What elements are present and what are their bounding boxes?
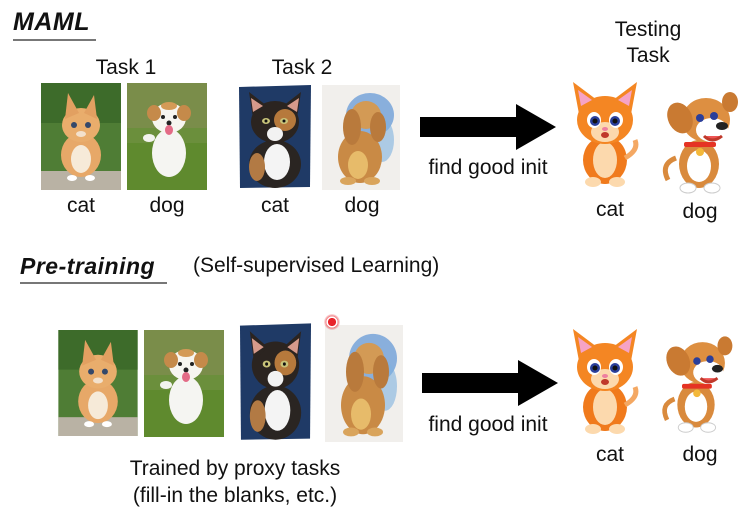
testing-dog-image	[654, 80, 744, 198]
pretrain-watercolor-dog-image	[325, 325, 403, 442]
pretraining-subtitle: (Self-supervised Learning)	[193, 254, 440, 277]
arrow-right-icon	[420, 104, 556, 150]
task1-cat-label: cat	[66, 194, 95, 217]
task1-dog-label: dog	[149, 194, 185, 217]
task1-label: Task 1	[95, 56, 157, 79]
pretrain-caption: Trained by proxy tasks (fill-in the blan…	[80, 455, 390, 509]
pretrain-cat-image	[58, 330, 138, 436]
task2-label: Task 2	[271, 56, 333, 79]
testing-cat-label: cat	[595, 198, 624, 221]
pretrain-dog-image	[144, 330, 224, 437]
testing-dog-label: dog	[682, 200, 718, 223]
maml-title: MAML	[13, 8, 90, 36]
task2-dog-label: dog	[344, 194, 380, 217]
arrow-right-icon	[422, 360, 558, 406]
pretrain-testing-dog-image	[654, 325, 738, 437]
pretrain-testing-cat-image	[565, 325, 645, 437]
testing-task-label-line1: Testing	[614, 18, 682, 41]
pretraining-title-underline	[20, 282, 167, 284]
testing-task-label-line2: Task	[626, 44, 670, 67]
pretrain-watercolor-cat-image	[238, 320, 313, 442]
pretrain-testing-cat-label: cat	[595, 443, 624, 466]
pretrain-arrow-label: find good init	[428, 413, 548, 436]
pretrain-caption-line1: Trained by proxy tasks	[129, 457, 341, 480]
pretraining-title: Pre-training	[20, 253, 156, 279]
task2-dog-image	[322, 85, 400, 190]
maml-title-underline	[13, 39, 96, 41]
pretrain-caption-line2: (fill-in the blanks, etc.)	[132, 484, 338, 507]
maml-arrow-label: find good init	[428, 156, 548, 179]
task1-cat-image	[41, 83, 121, 190]
testing-cat-image	[565, 78, 645, 190]
testing-task-label: Testing Task	[598, 17, 698, 69]
cursor-dot-icon	[324, 314, 340, 330]
pretrain-testing-dog-label: dog	[682, 443, 718, 466]
task2-cat-label: cat	[260, 194, 289, 217]
task2-cat-image	[237, 82, 313, 190]
task1-dog-image	[127, 83, 207, 190]
